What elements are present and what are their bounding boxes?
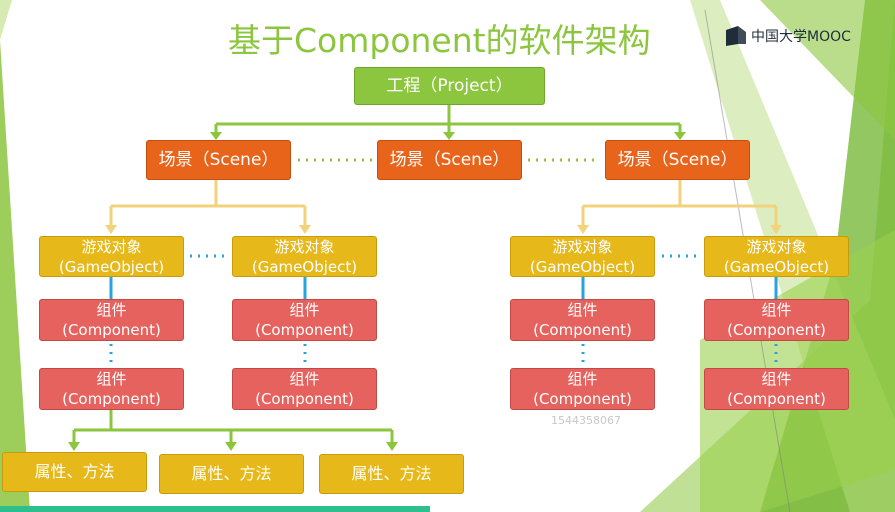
scene-label-2: 场景（Scene） <box>389 150 510 170</box>
gameobject-label-line2: (GameObject) <box>58 257 165 276</box>
gameobject-box-3: 游戏对象 (GameObject) <box>510 236 655 277</box>
mooc-logo-icon <box>724 26 748 46</box>
component-dotted-links <box>109 344 778 367</box>
deco-shape-right-4 <box>760 0 895 140</box>
video-progress-bar[interactable] <box>0 506 430 512</box>
gameobject-label-line1: 游戏对象 <box>552 237 613 256</box>
scene-box-3: 场景（Scene） <box>605 140 750 180</box>
component-label-line1: 组件 <box>761 301 792 319</box>
deco-shape-left-1 <box>0 40 30 512</box>
component-box-2: 组件 (Component) <box>232 299 377 341</box>
deco-shape-left-2 <box>0 0 12 40</box>
component-box-8: 组件 (Component) <box>704 368 849 410</box>
component-label-line2: (Component) <box>255 321 354 339</box>
component-label-line1: 组件 <box>96 370 127 388</box>
component-label-line2: (Component) <box>727 390 826 408</box>
component-label-line2: (Component) <box>255 390 354 408</box>
gameobject-label-line2: (GameObject) <box>723 257 830 276</box>
gameobject-label-line2: (GameObject) <box>251 257 358 276</box>
component-label-line1: 组件 <box>761 370 792 388</box>
page-title: 基于Component的软件架构 <box>228 21 651 60</box>
gameobject-label-line1: 游戏对象 <box>274 237 335 256</box>
gameobject-component-links <box>109 277 778 299</box>
scene-box-2: 场景（Scene） <box>377 140 522 180</box>
gameobject-label-line1: 游戏对象 <box>81 237 142 256</box>
component-label-line2: (Component) <box>533 390 632 408</box>
gameobject-label-line2: (GameObject) <box>529 257 636 276</box>
mooc-logo-shape <box>726 26 746 46</box>
scene-go-connector-left <box>109 180 307 226</box>
scene-label-3: 场景（Scene） <box>617 150 738 170</box>
component-attr-arrowheads <box>68 442 398 451</box>
component-label-line2: (Component) <box>533 321 632 339</box>
component-box-6: 组件 (Component) <box>232 368 377 410</box>
component-label-line1: 组件 <box>567 301 598 319</box>
watermark-text: 1544358067 <box>551 414 621 427</box>
component-box-3: 组件 (Component) <box>510 299 655 341</box>
scene-label-1: 场景（Scene） <box>158 150 279 170</box>
component-label-line1: 组件 <box>567 370 598 388</box>
component-label-line2: (Component) <box>62 321 161 339</box>
attr-box-3: 属性、方法 <box>319 454 464 494</box>
component-box-4: 组件 (Component) <box>704 299 849 341</box>
gameobject-box-1: 游戏对象 (GameObject) <box>39 236 184 277</box>
attr-label-2: 属性、方法 <box>191 464 272 483</box>
mooc-logo: 中国大学MOOC <box>724 24 851 48</box>
component-box-5: 组件 (Component) <box>39 368 184 410</box>
component-label-line2: (Component) <box>62 390 161 408</box>
gameobject-box-2: 游戏对象 (GameObject) <box>232 236 377 277</box>
project-scene-connector <box>214 105 682 133</box>
component-box-1: 组件 (Component) <box>39 299 184 341</box>
scene-go-arrowheads-left <box>105 225 311 234</box>
mooc-logo-text: 中国大学MOOC <box>751 29 851 45</box>
scene-go-arrowheads-right <box>577 225 782 234</box>
component-label-line2: (Component) <box>727 321 826 339</box>
component-label-line1: 组件 <box>96 301 127 319</box>
project-scene-arrowheads <box>210 132 686 140</box>
gameobject-box-4: 游戏对象 (GameObject) <box>704 236 849 277</box>
component-label-line1: 组件 <box>289 301 320 319</box>
project-label: 工程（Project） <box>386 76 513 96</box>
component-attr-connector <box>72 410 394 443</box>
attr-label-3: 属性、方法 <box>351 464 432 483</box>
scene-box-1: 场景（Scene） <box>146 140 291 180</box>
scene-go-connector-right <box>581 180 778 226</box>
component-box-7: 组件 (Component) <box>510 368 655 410</box>
attr-box-1: 属性、方法 <box>2 452 147 492</box>
attr-box-2: 属性、方法 <box>159 454 304 494</box>
project-box: 工程（Project） <box>354 67 545 105</box>
gameobject-label-line1: 游戏对象 <box>746 237 807 256</box>
attr-label-1: 属性、方法 <box>34 462 115 481</box>
component-label-line1: 组件 <box>289 370 320 388</box>
